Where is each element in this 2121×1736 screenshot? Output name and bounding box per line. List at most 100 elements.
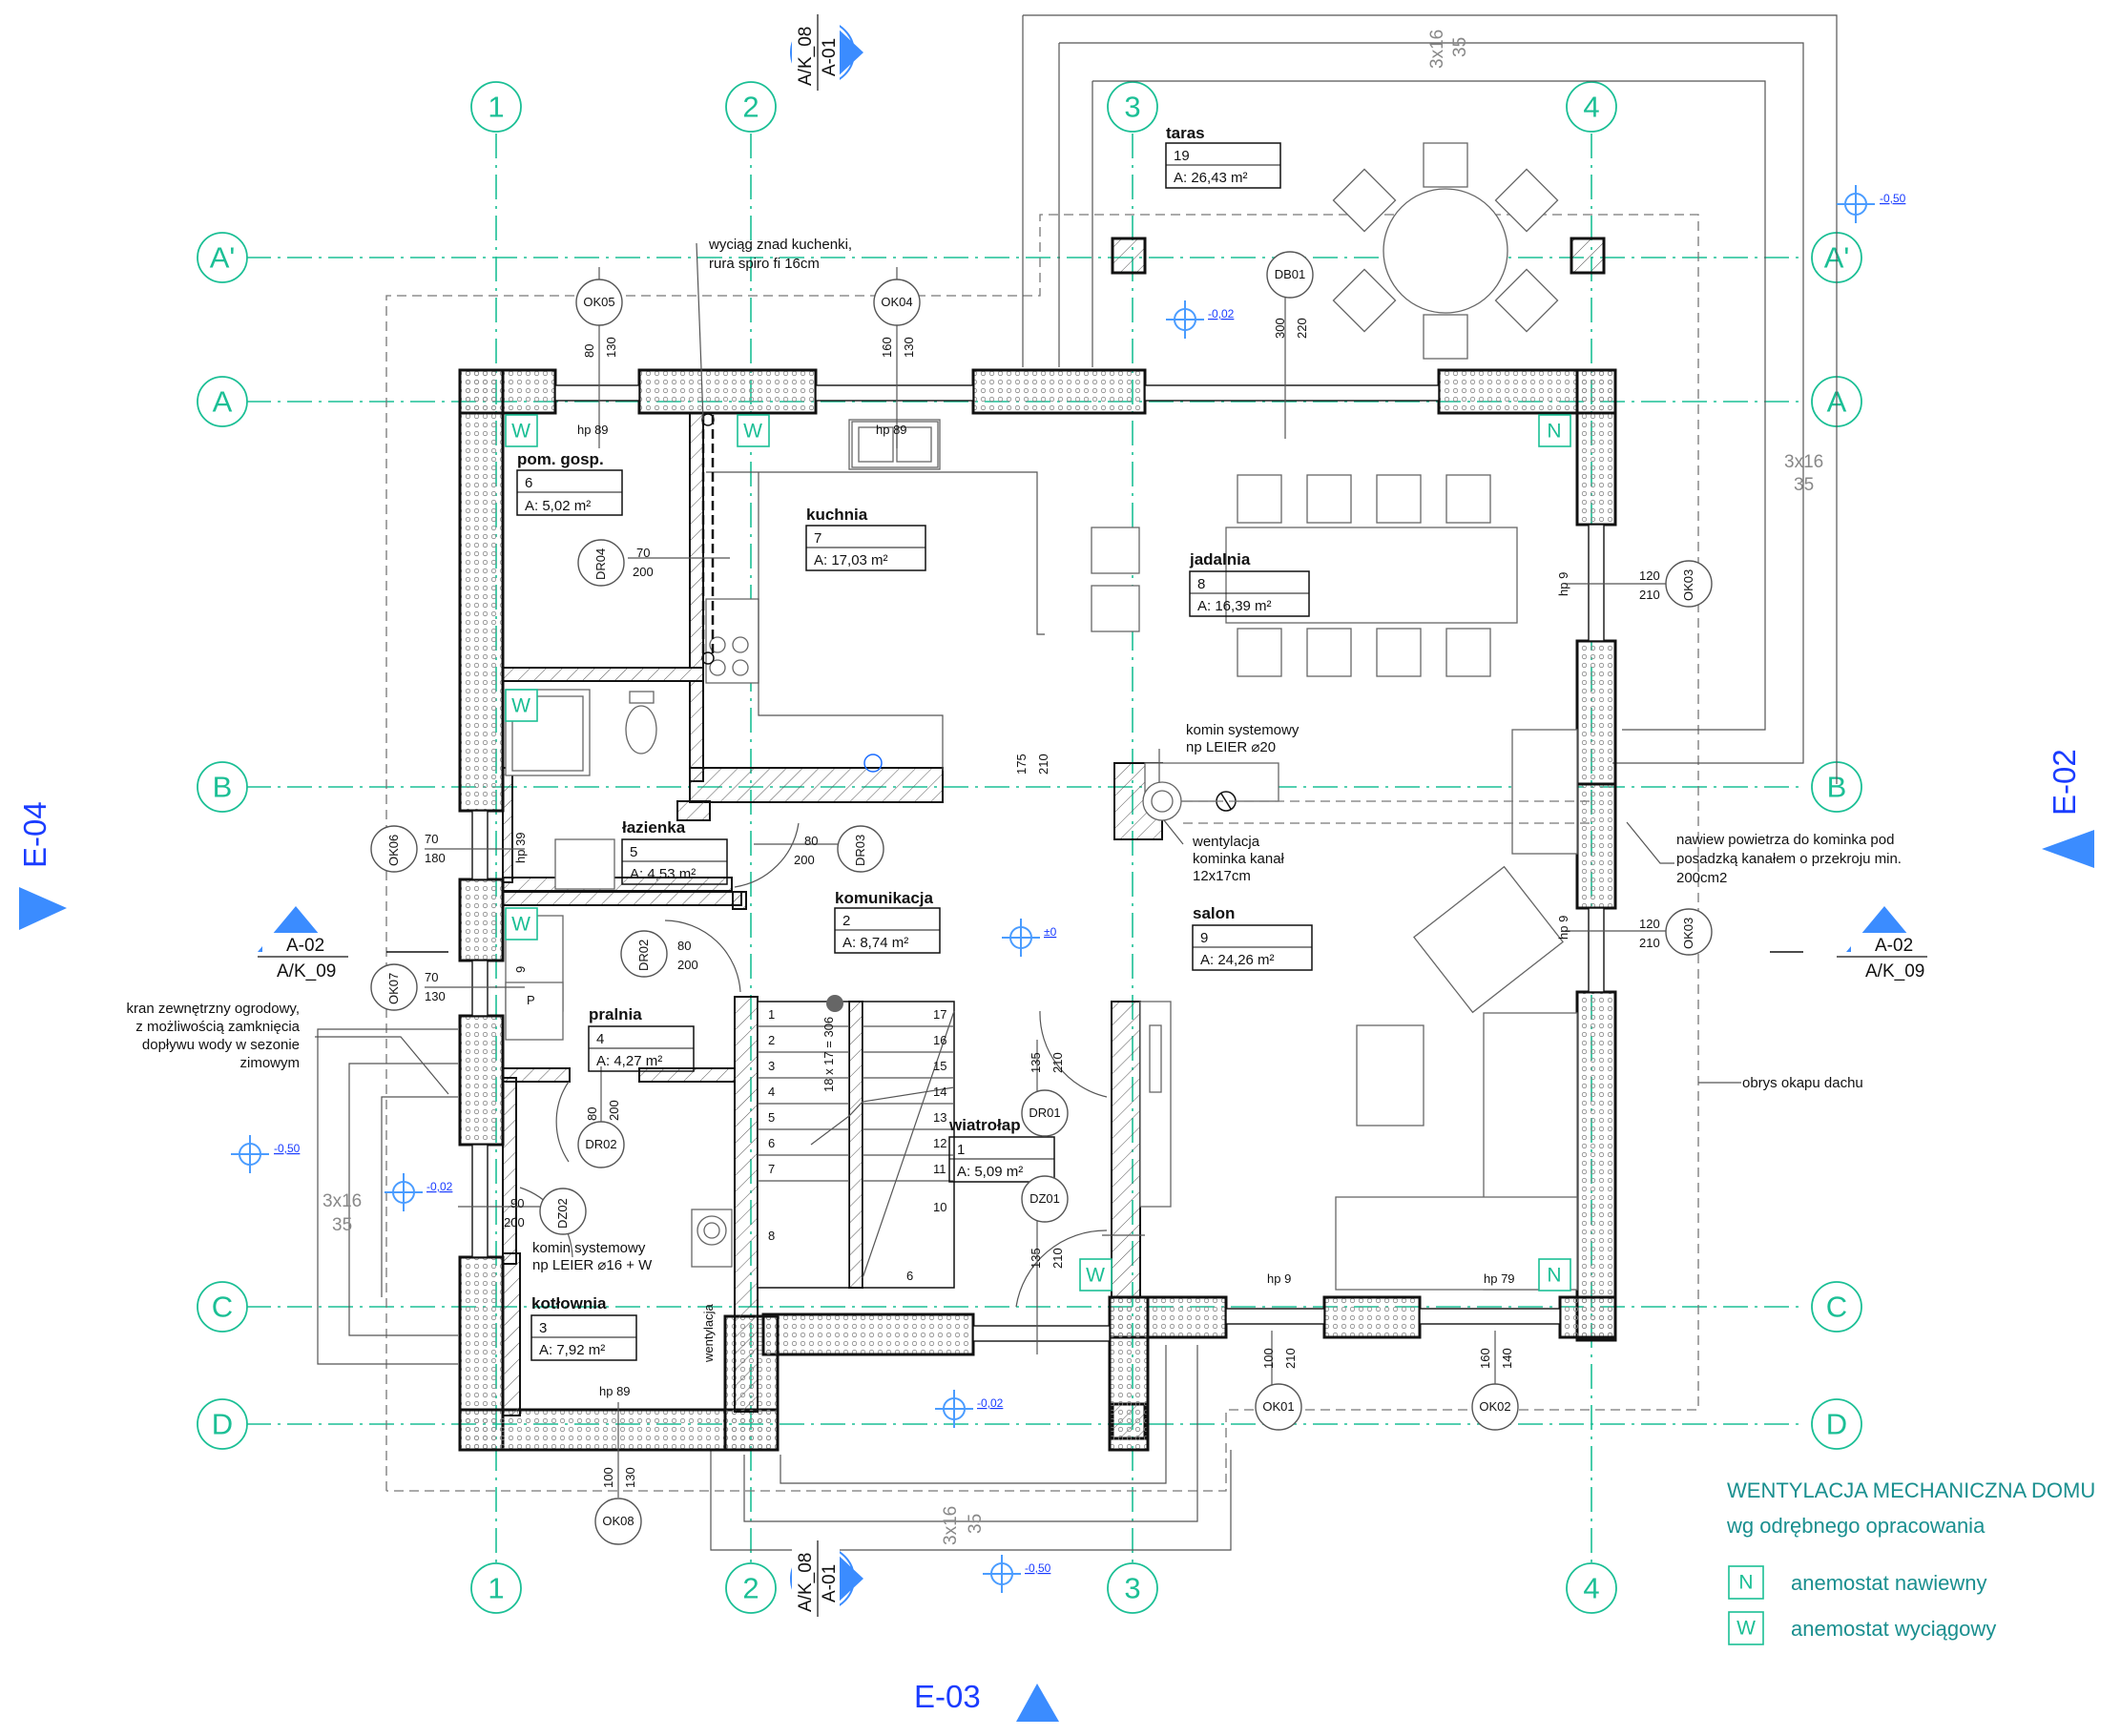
- svg-text:13: 13: [933, 1110, 946, 1125]
- room-labels: taras 19 A: 26,43 m² pom. gosp. 6 A: 5,0…: [516, 124, 1313, 1361]
- svg-text:kominka kanał: kominka kanał: [1193, 851, 1285, 867]
- svg-text:A/K_08: A/K_08: [796, 1553, 816, 1612]
- svg-text:DR03: DR03: [853, 835, 867, 866]
- opening-tag-ok03-top: OK03 120 210: [1639, 560, 1713, 608]
- opening-tag-dr03: DR03 80 200: [794, 825, 884, 873]
- svg-text:N: N: [1547, 421, 1561, 443]
- svg-text:salon: salon: [1193, 904, 1235, 922]
- svg-text:160: 160: [1478, 1348, 1492, 1369]
- svg-text:E-03: E-03: [914, 1679, 981, 1714]
- svg-text:7: 7: [814, 530, 821, 547]
- note-roof-overhang: obrys okapu dachu: [1742, 1075, 1863, 1091]
- svg-text:200: 200: [677, 958, 698, 972]
- svg-text:A': A': [210, 241, 236, 275]
- svg-text:2: 2: [742, 1572, 759, 1605]
- svg-text:18 x 17 = 306: 18 x 17 = 306: [821, 1017, 836, 1092]
- svg-text:C: C: [1826, 1291, 1847, 1324]
- opening-tag-ok08: OK08 100 130: [594, 1467, 642, 1545]
- svg-text:kuchnia: kuchnia: [806, 506, 868, 524]
- svg-text:A: 5,09 m²: A: 5,09 m²: [957, 1164, 1023, 1180]
- section-marker-a02-left: A-02 A/K_09: [258, 906, 448, 982]
- overhang-dimensions: 3x16 35 3x16 35 3x16 35 3x16 35: [322, 30, 1823, 1545]
- opening-tag-db01: DB01 300 220: [1266, 251, 1314, 339]
- room-label-wiatrolap: wiatrołap 1 A: 5,09 m²: [948, 1116, 1055, 1183]
- svg-text:W: W: [1086, 1265, 1105, 1287]
- opening-tag-dr04: DR04 70 200: [577, 539, 654, 587]
- svg-text:N: N: [1547, 1265, 1561, 1287]
- svg-text:10: 10: [933, 1200, 946, 1214]
- svg-text:OK05: OK05: [583, 295, 614, 309]
- svg-text:210: 210: [1050, 1052, 1065, 1073]
- svg-text:OK03: OK03: [1681, 918, 1695, 949]
- svg-text:-0,02: -0,02: [426, 1180, 453, 1193]
- svg-text:16: 16: [933, 1033, 946, 1047]
- svg-text:4: 4: [1583, 91, 1599, 124]
- anemostat-w: W: [505, 689, 538, 722]
- svg-text:A-01: A-01: [820, 1564, 840, 1602]
- svg-text:pom. gosp.: pom. gosp.: [517, 450, 604, 468]
- opening-tag-dr02-top: DR02 80 200: [620, 930, 698, 978]
- svg-text:15: 15: [933, 1059, 946, 1073]
- anemostat-w: W: [505, 414, 538, 447]
- svg-text:B: B: [1827, 771, 1847, 804]
- svg-text:200cm2: 200cm2: [1676, 870, 1727, 886]
- svg-text:4: 4: [596, 1031, 604, 1047]
- axis-bubble-A-left: A: [197, 376, 248, 427]
- svg-text:A-02: A-02: [286, 936, 324, 956]
- svg-text:A: 4,27 m²: A: 4,27 m²: [596, 1053, 662, 1069]
- room-label-lazienka: łazienka 5 A: 4,53 m²: [621, 818, 728, 885]
- svg-text:A: 7,92 m²: A: 7,92 m²: [539, 1342, 605, 1358]
- level-marker: -0,50: [983, 1555, 1051, 1593]
- svg-text:hp 89: hp 89: [599, 1384, 631, 1398]
- svg-text:4: 4: [768, 1085, 775, 1099]
- svg-text:210: 210: [1639, 936, 1660, 950]
- svg-text:9: 9: [1200, 930, 1208, 946]
- svg-text:5: 5: [768, 1110, 775, 1125]
- svg-text:A/K_08: A/K_08: [796, 27, 816, 86]
- axis-bubble-C-right: C: [1811, 1281, 1862, 1333]
- svg-text:hp 9: hp 9: [1267, 1271, 1291, 1286]
- opening-tag-dr02-bottom: DR02 80 200: [577, 1100, 625, 1168]
- svg-text:pralnia: pralnia: [589, 1005, 642, 1023]
- svg-text:A: 26,43 m²: A: 26,43 m²: [1174, 170, 1248, 186]
- svg-text:jadalnia: jadalnia: [1189, 550, 1251, 568]
- svg-text:A: 8,74 m²: A: 8,74 m²: [842, 935, 908, 951]
- section-marker-e04: E-04: [17, 801, 67, 930]
- svg-text:komin systemowy: komin systemowy: [532, 1240, 646, 1256]
- axis-bubble-B-right: B: [1811, 761, 1862, 813]
- anemostat-w: W: [1079, 1258, 1112, 1292]
- anemostat-w: W: [737, 414, 770, 447]
- door-swings: [519, 822, 1108, 1308]
- section-marker-a01-bottom: A/K_08 A-01: [790, 1540, 863, 1617]
- svg-text:5: 5: [630, 844, 637, 860]
- svg-text:DR02: DR02: [585, 1137, 616, 1151]
- grid-bubbles: 1 2 3 4 1 2 3 4 A' A B C D A' A B C D: [197, 81, 1862, 1614]
- svg-text:-0,02: -0,02: [1208, 307, 1235, 320]
- anemostat-markers: W W N W W W N: [505, 414, 1571, 1292]
- svg-text:100: 100: [1261, 1348, 1276, 1369]
- opening-tag-ok02: OK02 160 140: [1471, 1348, 1519, 1431]
- svg-text:210: 210: [1283, 1348, 1298, 1369]
- axis-bubble-1-top: 1: [470, 81, 522, 133]
- svg-text:taras: taras: [1166, 124, 1205, 142]
- svg-text:OK06: OK06: [386, 835, 401, 866]
- annotation-notes: wyciąg znad kuchenki, rura spiro fi 16cm…: [127, 237, 1902, 1363]
- svg-text:3: 3: [768, 1059, 775, 1073]
- svg-text:A/K_09: A/K_09: [277, 961, 336, 982]
- svg-text:80: 80: [677, 939, 691, 953]
- opening-tag-dz02: DZ02 90 200: [504, 1188, 587, 1235]
- svg-text:A-02: A-02: [1875, 936, 1913, 956]
- section-marker-e02: E-02: [2042, 749, 2094, 868]
- svg-text:6: 6: [768, 1136, 775, 1150]
- svg-text:np LEIER ⌀16 + W: np LEIER ⌀16 + W: [532, 1257, 653, 1273]
- svg-text:posadzką kanałem o przekroju m: posadzką kanałem o przekroju min.: [1676, 851, 1902, 867]
- svg-text:35: 35: [1450, 37, 1470, 57]
- roof-overhang-outline: [317, 14, 1838, 1551]
- svg-text:7: 7: [768, 1162, 775, 1176]
- svg-text:W: W: [511, 914, 530, 936]
- svg-text:W: W: [511, 695, 530, 717]
- svg-text:OK02: OK02: [1479, 1399, 1510, 1414]
- opening-tag-ok04: OK04 160 130: [873, 279, 921, 358]
- svg-text:hp 9: hp 9: [1556, 916, 1570, 940]
